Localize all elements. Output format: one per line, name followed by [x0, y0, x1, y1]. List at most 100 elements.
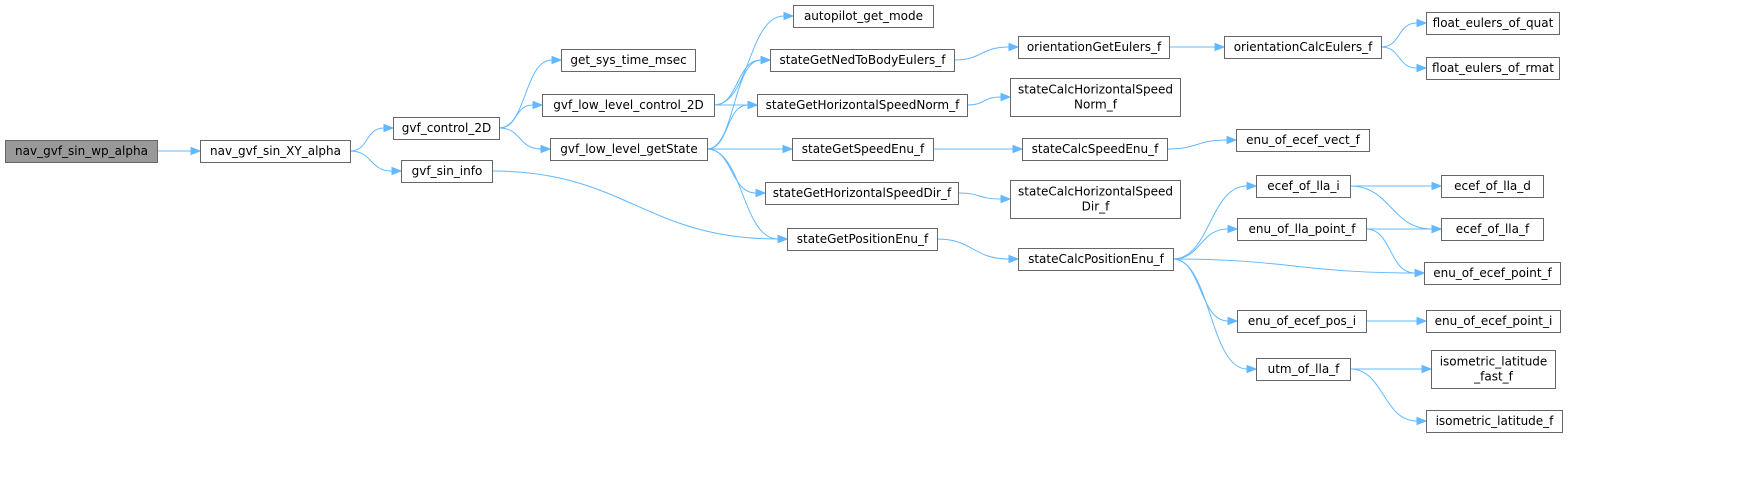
- node-stategethorizontalspeednorm-f[interactable]: stateGetHorizontalSpeedNorm_f: [757, 94, 968, 117]
- edge-line: [1380, 46, 1418, 69]
- edge-arrowhead: [777, 234, 789, 244]
- node-ecef-of-lla-i[interactable]: ecef_of_lla_i: [1256, 175, 1351, 198]
- node-label: enu_of_ecef_point_f: [1433, 266, 1552, 280]
- node-enu-of-ecef-vect-f[interactable]: enu_of_ecef_vect_f: [1236, 129, 1370, 152]
- node-stategetpositionenu-f[interactable]: stateGetPositionEnu_f: [787, 228, 938, 251]
- node-enu-of-lla-point-f[interactable]: enu_of_lla_point_f: [1237, 218, 1367, 241]
- node-label: stateGetHorizontalSpeedNorm_f: [766, 98, 960, 112]
- edge-arrowhead: [1416, 18, 1428, 28]
- node-isometric-latitude-fast-f[interactable]: isometric_latitude_fast_f: [1431, 350, 1556, 389]
- node-stategetspeedenu-f[interactable]: stateGetSpeedEnu_f: [792, 138, 934, 161]
- edge-arrowhead: [1008, 42, 1020, 52]
- node-float-eulers-of-quat[interactable]: float_eulers_of_quat: [1426, 12, 1560, 35]
- edge-arrowhead: [1000, 92, 1012, 102]
- edge-llgs-to-posenu: [706, 148, 789, 244]
- node-box: [5, 140, 158, 163]
- edge-line: [349, 150, 393, 172]
- edge-arrowhead: [1012, 144, 1024, 154]
- node-box: [1426, 12, 1560, 35]
- node-box: [1441, 218, 1544, 241]
- edge-line: [706, 104, 749, 150]
- edge-line: [1172, 258, 1416, 274]
- edge-arrowhead: [551, 55, 563, 65]
- node-box: [1018, 248, 1174, 271]
- node-box: [1426, 57, 1560, 80]
- node-label: Norm_f: [1074, 98, 1118, 112]
- edge-line: [1172, 258, 1248, 370]
- node-gvf-low-level-getstate[interactable]: gvf_low_level_getState: [550, 138, 708, 161]
- node-label: stateCalcHorizontalSpeed: [1018, 185, 1173, 199]
- node-stategethorizontalspeeddir-f[interactable]: stateGetHorizontalSpeedDir_f: [765, 182, 959, 205]
- edge-line: [1166, 139, 1228, 150]
- node-gvf-sin-info[interactable]: gvf_sin_info: [401, 160, 493, 183]
- node-box: [1256, 358, 1351, 381]
- node-statecalcspeedenu-f[interactable]: stateCalcSpeedEnu_f: [1022, 138, 1168, 161]
- node-box: [1426, 310, 1561, 333]
- edge-line: [498, 59, 553, 129]
- node-utm-of-lla-f[interactable]: utm_of_lla_f: [1256, 358, 1351, 381]
- node-label: autopilot_get_mode: [804, 9, 923, 23]
- edge-arrowhead: [1414, 268, 1426, 278]
- node-ecef-of-lla-f[interactable]: ecef_of_lla_f: [1441, 218, 1544, 241]
- node-label: float_eulers_of_rmat: [1432, 61, 1554, 75]
- edge-arrowhead: [383, 123, 395, 133]
- edge-hsnorm-to-calchsnorm: [966, 92, 1012, 106]
- edge-xy-to-ctrl2d: [349, 123, 395, 152]
- node-isometric-latitude-f[interactable]: isometric_latitude_f: [1426, 410, 1563, 433]
- edge-line: [1349, 368, 1418, 422]
- node-enu-of-ecef-point-i[interactable]: enu_of_ecef_point_i: [1426, 310, 1561, 333]
- node-enu-of-ecef-point-f[interactable]: enu_of_ecef_point_f: [1424, 262, 1561, 285]
- edge-hsdir-to-calchsdir: [957, 192, 1012, 204]
- edge-line: [1380, 22, 1418, 48]
- node-box: [787, 228, 938, 251]
- edge-line: [1172, 258, 1229, 322]
- node-orientationcalceulers-f[interactable]: orientationCalcEulers_f: [1224, 36, 1382, 59]
- edge-arrowhead: [1246, 364, 1258, 374]
- node-nav-gvf-sin-xy-alpha[interactable]: nav_gvf_sin_XY_alpha: [200, 140, 351, 163]
- node-box: [1424, 262, 1561, 285]
- node-box: [757, 94, 968, 117]
- node-label: gvf_sin_info: [412, 164, 483, 178]
- edge-calcposenu-to-utm: [1172, 258, 1258, 374]
- node-box: [393, 117, 500, 140]
- node-orientationgeteulers-f[interactable]: orientationGetEulers_f: [1018, 36, 1170, 59]
- node-box: [1237, 218, 1367, 241]
- edge-arrowhead: [1000, 194, 1012, 204]
- edge-arrowhead: [540, 144, 552, 154]
- node-statecalcpositionenu-f[interactable]: stateCalcPositionEnu_f: [1018, 248, 1174, 271]
- edge-arrowhead: [1421, 364, 1433, 374]
- edge-line: [966, 96, 1002, 106]
- node-box: [1224, 36, 1382, 59]
- node-label: enu_of_ecef_vect_f: [1246, 133, 1361, 147]
- edge-line: [706, 148, 757, 194]
- node-label: _fast_f: [1473, 370, 1514, 384]
- edge-ctrl2d-to-llc2d: [498, 100, 544, 129]
- node-gvf-control-2d[interactable]: gvf_control_2D: [393, 117, 500, 140]
- edge-orientcalc-to-eulquat: [1380, 18, 1428, 48]
- edge-arrowhead: [532, 100, 544, 110]
- node-float-eulers-of-rmat[interactable]: float_eulers_of_rmat: [1426, 57, 1560, 80]
- edge-enuposi-to-enupti: [1366, 316, 1428, 326]
- edge-line: [957, 192, 1002, 200]
- edge-speedenu-to-calcspeedenu: [932, 144, 1024, 154]
- node-label: enu_of_ecef_point_i: [1435, 314, 1553, 328]
- node-autopilot-get-mode[interactable]: autopilot_get_mode: [793, 5, 934, 28]
- node-get-sys-time-msec[interactable]: get_sys_time_msec: [561, 49, 696, 72]
- node-box: [1010, 78, 1181, 117]
- node-label: isometric_latitude: [1440, 355, 1548, 369]
- node-label: stateCalcSpeedEnu_f: [1032, 142, 1159, 156]
- edge-arrowhead: [190, 146, 202, 156]
- node-nav-gvf-sin-wp-alpha[interactable]: nav_gvf_sin_wp_alpha: [5, 140, 158, 163]
- node-ecef-of-lla-d[interactable]: ecef_of_lla_d: [1441, 175, 1544, 198]
- edge-llgs-to-speedenu: [706, 144, 794, 154]
- node-label: ecef_of_lla_d: [1454, 179, 1531, 193]
- node-gvf-low-level-control-2d[interactable]: gvf_low_level_control_2D: [542, 94, 715, 117]
- node-enu-of-ecef-pos-i[interactable]: enu_of_ecef_pos_i: [1237, 310, 1367, 333]
- node-stategetnedtobodyeulers-f[interactable]: stateGetNedToBodyEulers_f: [770, 49, 955, 72]
- node-box: [200, 140, 351, 163]
- node-label: Dir_f: [1082, 200, 1111, 214]
- edge-ecefllai-to-eceflad: [1350, 181, 1443, 191]
- node-label: enu_of_ecef_pos_i: [1248, 314, 1356, 328]
